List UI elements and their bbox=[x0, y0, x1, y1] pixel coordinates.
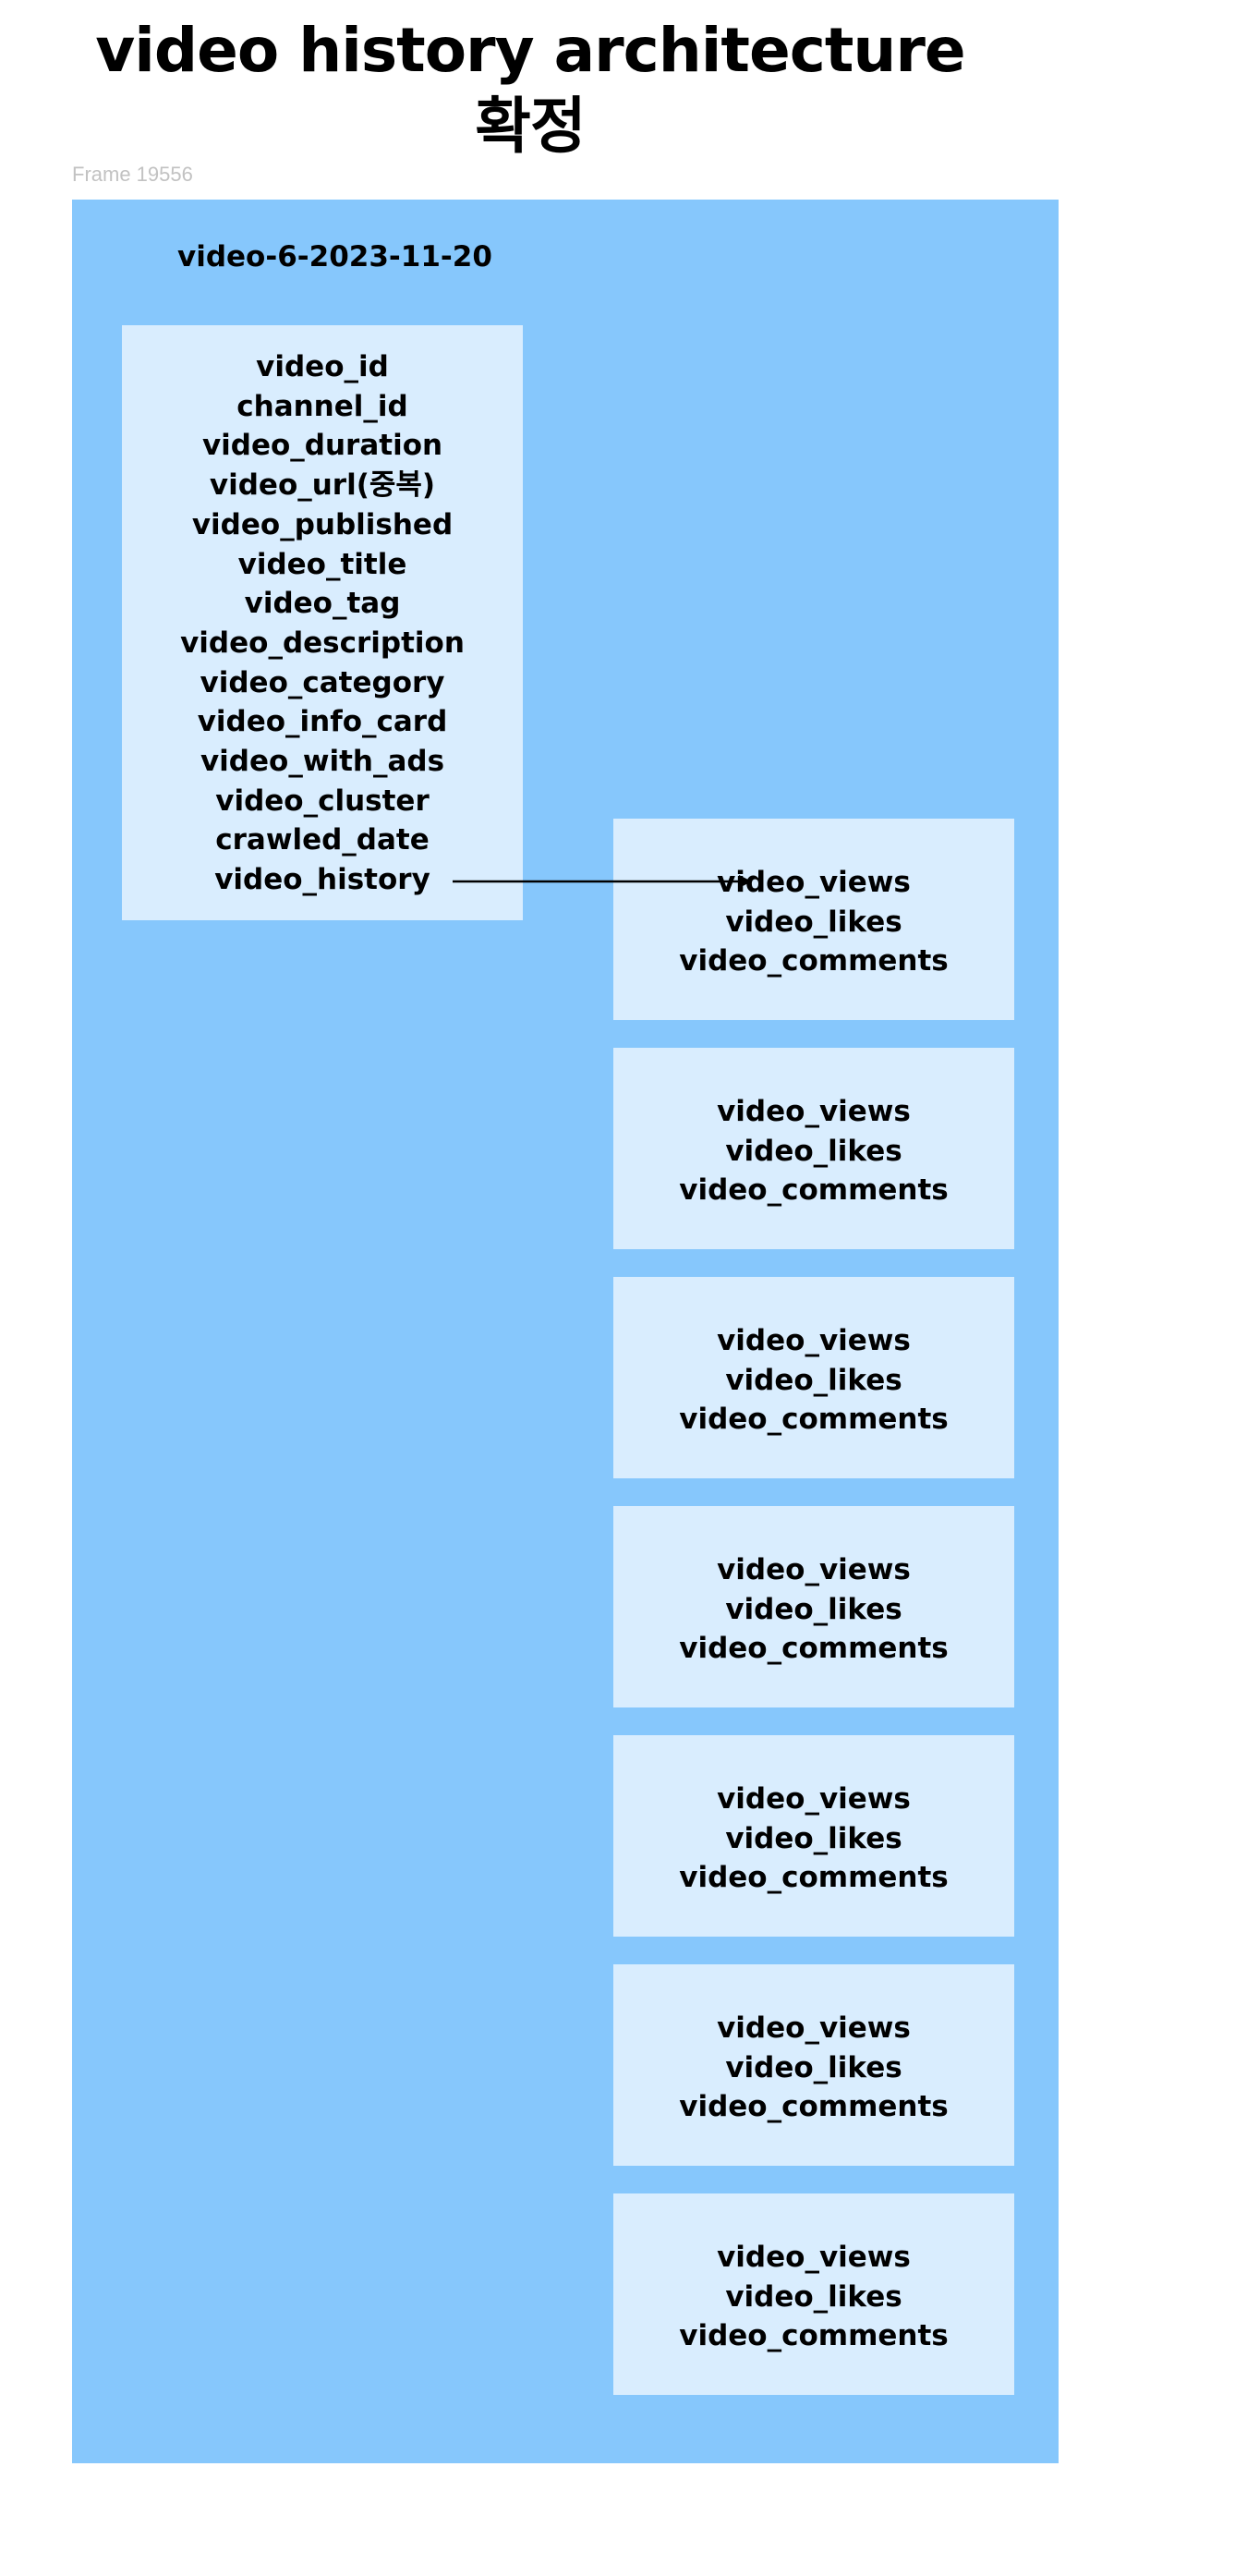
history-views: video_views bbox=[717, 1553, 911, 1586]
field-video-description: video_description bbox=[180, 626, 465, 660]
history-entry-box[interactable]: video_views video_likes video_comments bbox=[613, 819, 1014, 1020]
field-video-history: video_history bbox=[214, 863, 430, 897]
field-video-published: video_published bbox=[191, 507, 454, 541]
history-views: video_views bbox=[717, 1324, 911, 1357]
frame-label[interactable]: Frame 19556 bbox=[72, 163, 193, 186]
history-entry-box[interactable]: video_views video_likes video_comments bbox=[613, 1048, 1014, 1249]
field-video-category: video_category bbox=[200, 665, 445, 699]
history-comments: video_comments bbox=[679, 1861, 949, 1895]
history-comments: video_comments bbox=[679, 2319, 949, 2353]
field-video-id: video_id bbox=[256, 350, 389, 383]
history-views: video_views bbox=[717, 866, 911, 899]
history-entry-box[interactable]: video_views video_likes video_comments bbox=[613, 1506, 1014, 1707]
history-entry-box[interactable]: video_views video_likes video_comments bbox=[613, 1735, 1014, 1937]
architecture-frame[interactable]: video-6-2023-11-20 video_id channel_id v… bbox=[72, 200, 1059, 2463]
field-crawled-date: crawled_date bbox=[215, 823, 430, 857]
frame-title: video-6-2023-11-20 bbox=[177, 240, 492, 273]
field-video-tag: video_tag bbox=[244, 587, 401, 621]
history-likes: video_likes bbox=[725, 1821, 902, 1855]
history-likes: video_likes bbox=[725, 1134, 902, 1168]
field-video-info-card: video_info_card bbox=[197, 705, 448, 739]
field-video-cluster: video_cluster bbox=[215, 784, 430, 818]
field-video-title: video_title bbox=[237, 547, 407, 581]
history-likes: video_likes bbox=[725, 1592, 902, 1626]
history-views: video_views bbox=[717, 1782, 911, 1816]
history-likes: video_likes bbox=[725, 2279, 902, 2314]
history-comments: video_comments bbox=[679, 1403, 949, 1437]
history-comments: video_comments bbox=[679, 1173, 949, 1208]
page-title-line-1: video history architecture bbox=[95, 15, 965, 86]
history-comments: video_comments bbox=[679, 2090, 949, 2124]
video-fields-box[interactable]: video_id channel_id video_duration video… bbox=[122, 325, 523, 920]
history-comments: video_comments bbox=[679, 1632, 949, 1666]
history-entry-box[interactable]: video_views video_likes video_comments bbox=[613, 2193, 1014, 2395]
history-comments: video_comments bbox=[679, 944, 949, 978]
history-likes: video_likes bbox=[725, 1363, 902, 1397]
history-entry-box[interactable]: video_views video_likes video_comments bbox=[613, 1964, 1014, 2166]
page-title-line-2: 확정 bbox=[475, 91, 586, 162]
history-likes: video_likes bbox=[725, 905, 902, 939]
history-likes: video_likes bbox=[725, 2050, 902, 2084]
page-title: video history architecture 확정 bbox=[72, 13, 988, 164]
field-video-duration: video_duration bbox=[201, 429, 443, 463]
history-views: video_views bbox=[717, 2241, 911, 2274]
field-video-url: video_url(중복) bbox=[209, 468, 436, 503]
history-views: video_views bbox=[717, 2011, 911, 2045]
history-views: video_views bbox=[717, 1095, 911, 1128]
field-video-with-ads: video_with_ads bbox=[200, 745, 445, 779]
history-entry-box[interactable]: video_views video_likes video_comments bbox=[613, 1277, 1014, 1478]
field-channel-id: channel_id bbox=[236, 389, 408, 423]
